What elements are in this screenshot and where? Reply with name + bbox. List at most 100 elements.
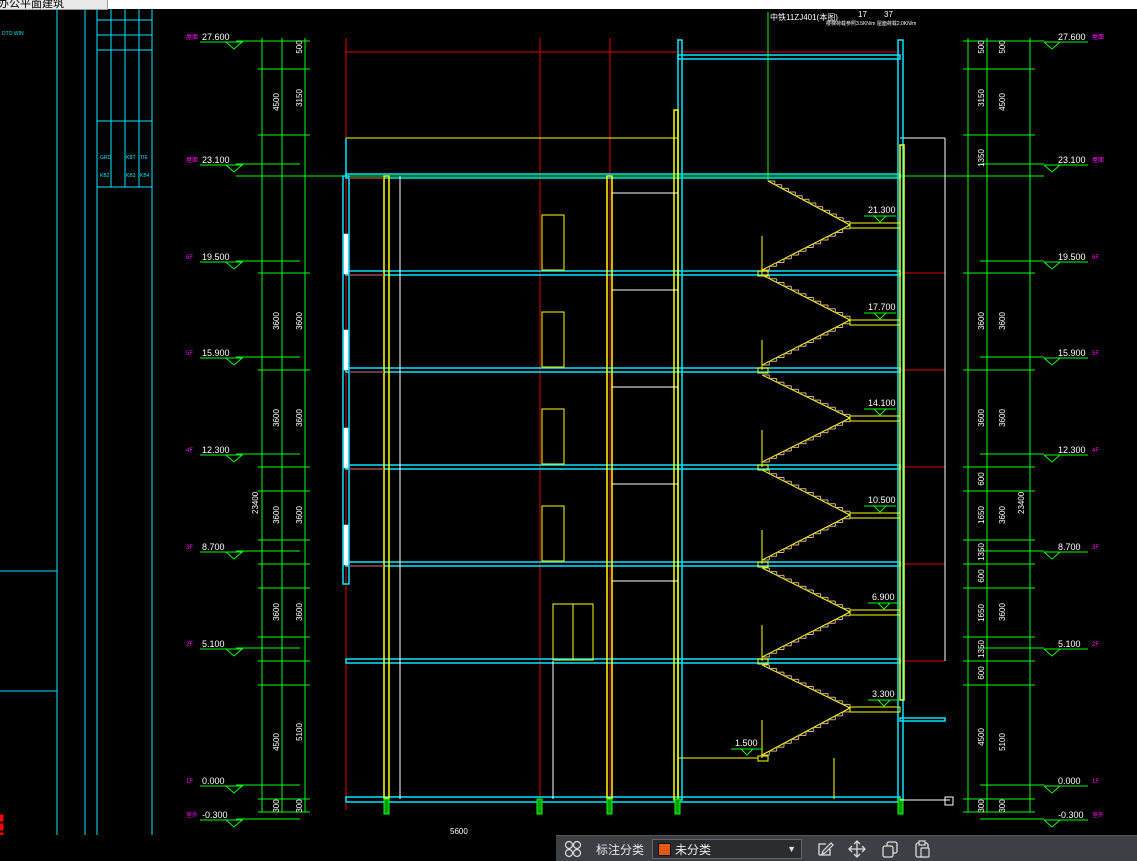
- left-outer-dimension: 300: [272, 799, 281, 813]
- level-tag-left: 3F: [186, 545, 193, 551]
- level-value-right: 19.500: [1058, 252, 1086, 262]
- left-inner-dimension: 3600: [295, 603, 304, 621]
- level-value-right: 5.100: [1058, 639, 1081, 649]
- category-value: 未分类: [675, 842, 712, 857]
- stair-level-triangle: [873, 312, 887, 320]
- level-value-left: 8.700: [202, 542, 225, 552]
- category-color-swatch: [658, 842, 671, 856]
- level-tag-right: 5F: [1092, 351, 1099, 357]
- level-triangle: [225, 41, 243, 50]
- right-inner-dimension: 600: [977, 472, 986, 486]
- left-outer-dimension: 4500: [272, 733, 281, 751]
- level-tag-right: 3F: [1092, 545, 1099, 551]
- paste-icon[interactable]: [911, 839, 933, 859]
- stair-level-value: 10.500: [868, 495, 896, 505]
- level-tag-left: 1F: [186, 779, 193, 785]
- stair-level-value: 21.300: [868, 205, 896, 215]
- level-value-left: 23.100: [202, 155, 230, 165]
- level-value-right: 12.300: [1058, 445, 1086, 455]
- level-tag-left: 4F: [186, 448, 193, 454]
- table-cell-2: KBT: [126, 155, 136, 161]
- top-bar: [108, 0, 1137, 9]
- level-value-right: 27.600: [1058, 32, 1086, 42]
- right-inner-dimension: 1350: [977, 543, 986, 561]
- stair-level-triangle: [873, 505, 887, 513]
- left-outer-dimension: 3600: [272, 409, 281, 427]
- level-triangle: [225, 551, 243, 560]
- right-inner-dimension: 1350: [977, 149, 986, 167]
- right-inner-dimension: 1350: [977, 640, 986, 658]
- table-cell-1: GRD: [100, 155, 112, 161]
- stair-level-value: 6.900: [872, 592, 895, 602]
- level-value-left: 27.600: [202, 32, 230, 42]
- right-outer-dimension: 500: [998, 40, 1007, 54]
- left-outer-dimension: 4500: [272, 93, 281, 111]
- left-inner-dimension: 3600: [295, 312, 304, 330]
- drawing-annotations: 中铁11ZJ401(本图) 17 37 楼梯荷载参照3.5KN/m 屋面荷载2.…: [2, 10, 1026, 835]
- right-outer-dimension: 3600: [998, 506, 1007, 524]
- copy-icon[interactable]: [879, 839, 901, 859]
- right-total-dimension: 23400: [1017, 491, 1026, 514]
- right-outer-dimension: 4500: [998, 93, 1007, 111]
- right-inner-dimension: 600: [977, 666, 986, 680]
- level-triangle: [1043, 785, 1061, 794]
- level-triangle: [1043, 454, 1061, 463]
- edit-icon[interactable]: [814, 839, 836, 859]
- level-tag-left: 屋面: [186, 34, 198, 41]
- grid-icon[interactable]: [562, 839, 584, 859]
- level-triangle: [1043, 551, 1061, 560]
- level-value-left: 0.000: [202, 776, 225, 786]
- right-inner-dimension: 3600: [977, 312, 986, 330]
- level-value-left: 19.500: [202, 252, 230, 262]
- level-tag-left: 室外: [186, 811, 198, 819]
- level-tag-right: 1F: [1092, 779, 1099, 785]
- stair-count-2: 37: [884, 10, 893, 19]
- level-value-right: 8.700: [1058, 542, 1081, 552]
- level-tag-right: 4F: [1092, 448, 1099, 454]
- level-tag-left: 6F: [186, 255, 193, 261]
- level-triangle: [1043, 164, 1061, 173]
- level-value-left: 5.100: [202, 639, 225, 649]
- drawing-tab-title: 办公平面建筑: [0, 0, 64, 10]
- right-inner-dimension: 300: [977, 799, 986, 813]
- level-tag-left: 5F: [186, 351, 193, 357]
- left-inner-dimension: 5100: [295, 723, 304, 741]
- level-value-left: 15.900: [202, 348, 230, 358]
- left-inner-dimension: 3600: [295, 506, 304, 524]
- right-outer-dimension: 3600: [998, 312, 1007, 330]
- table-cell-5: KB3: [126, 173, 136, 179]
- level-triangle: [1043, 41, 1061, 50]
- level-value-right: 0.000: [1058, 776, 1081, 786]
- level-tag-left: 2F: [186, 642, 193, 648]
- left-inner-dimension: 300: [295, 799, 304, 813]
- stair-reference-note: 中铁11ZJ401(本图): [770, 12, 838, 22]
- right-inner-dimension: 3600: [977, 409, 986, 427]
- stair-level-value: 17.700: [868, 302, 896, 312]
- category-label: 标注分类: [596, 842, 645, 857]
- table-cell-3: TIE: [140, 155, 148, 161]
- right-outer-dimension: 300: [998, 799, 1007, 813]
- stair-level-triangle: [740, 748, 754, 756]
- level-triangle: [225, 454, 243, 463]
- level-value-right: -0.300: [1058, 810, 1084, 820]
- bottom-dimension: 5600: [450, 827, 468, 835]
- category-dropdown[interactable]: 未分类 ▼: [652, 839, 802, 859]
- level-triangle: [225, 261, 243, 270]
- right-inner-dimension: 1650: [977, 604, 986, 622]
- stair-level-value: 1.500: [735, 738, 758, 748]
- stair-count-1: 17: [858, 10, 867, 19]
- right-inner-dimension: 500: [977, 40, 986, 54]
- left-panel-label: DTO WIN: [2, 31, 24, 37]
- stair-level-triangle: [873, 408, 887, 416]
- stair-level-triangle: [877, 602, 891, 610]
- drawing-tab[interactable]: 办公平面建筑: [0, 0, 108, 10]
- level-tag-right: 屋面: [1092, 157, 1104, 164]
- left-inner-dimension: 3150: [295, 89, 304, 107]
- cad-canvas[interactable]: 中铁11ZJ401(本图) 17 37 楼梯荷载参照3.5KN/m 屋面荷载2.…: [0, 9, 1137, 835]
- annotation-toolbar: 标注分类 未分类 ▼: [556, 835, 1137, 861]
- level-tag-right: 屋面: [1092, 34, 1104, 41]
- level-triangle: [225, 819, 243, 828]
- move-icon[interactable]: [846, 839, 868, 859]
